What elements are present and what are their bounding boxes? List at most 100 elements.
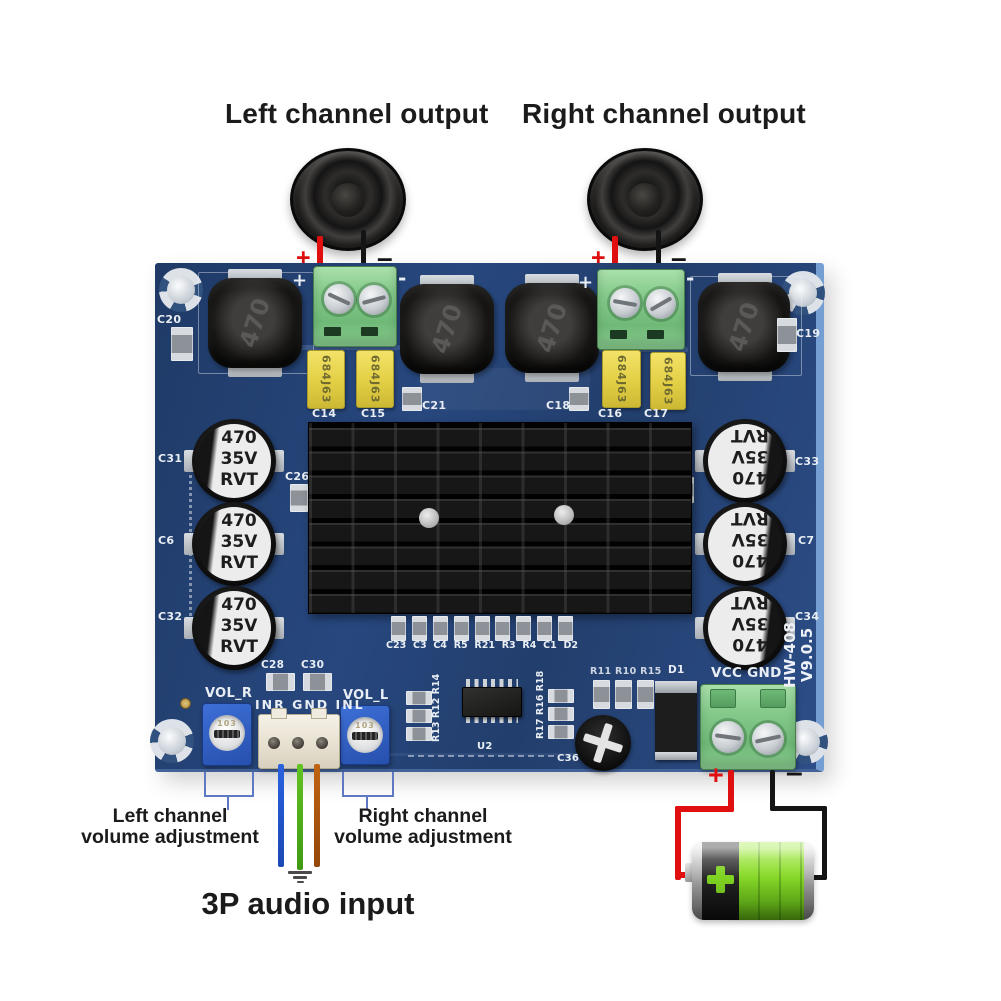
smd-capacitor-c20 — [171, 327, 193, 361]
silkscreen-c21: C21 — [422, 399, 447, 412]
label-line: Left channel — [112, 805, 228, 827]
inductor-l1: 470 — [208, 278, 302, 368]
mounting-hole-bore — [792, 728, 820, 756]
terminal-tab — [760, 689, 786, 708]
bracket-line — [342, 795, 394, 797]
silkscreen-label: R4 — [522, 640, 537, 651]
terminal-wire-slot — [647, 330, 664, 339]
inductor-l4: 470 — [698, 282, 790, 372]
smd-capacitor-c21 — [402, 387, 422, 411]
film-capacitor-c15: 684J63 — [356, 350, 394, 408]
smd-component — [411, 616, 427, 641]
terminal-screw — [712, 721, 744, 753]
bracket-line — [204, 772, 206, 797]
pcb-trace — [340, 753, 630, 756]
bracket-line — [342, 772, 344, 797]
silkscreen-c34: C34 — [795, 610, 820, 623]
ic-u2 — [462, 687, 522, 717]
speaker-right — [587, 148, 703, 251]
smd-resistor — [548, 707, 574, 721]
smd-component — [537, 616, 553, 641]
wire-battery-positive — [675, 806, 681, 880]
silkscreen-label: C4 — [433, 640, 447, 651]
connector-pin-hole — [316, 737, 328, 749]
film-capacitor-c14: 684J63 — [307, 350, 345, 409]
speaker-dome — [331, 182, 365, 217]
smd-resistor — [548, 725, 574, 739]
bracket-line — [366, 797, 368, 810]
terminal-wire-slot — [361, 327, 378, 336]
smd-capacitor-c18 — [569, 387, 589, 411]
pcb-via — [180, 698, 191, 709]
silkscreen-label: R3 — [501, 640, 516, 651]
silkscreen-dashed-line — [408, 755, 554, 757]
heatsink — [308, 422, 692, 614]
smd-component — [432, 616, 448, 641]
cap-marking: RVT — [220, 637, 258, 657]
smd-resistor — [637, 680, 654, 709]
pot-dial: 103 — [209, 715, 245, 751]
screw-slot — [714, 733, 742, 741]
heatsink-push-pin — [554, 505, 574, 525]
inductor-l2: 470 — [400, 284, 494, 374]
film-cap-marking: 684J63 — [368, 354, 382, 404]
heatsink-push-pin — [419, 508, 439, 528]
pot-marking: 103 — [355, 721, 375, 730]
cap-marking: 470 — [732, 467, 768, 487]
screw-slot — [327, 292, 351, 306]
silkscreen-c15: C15 — [361, 407, 386, 420]
wire-left-speaker-negative — [361, 230, 366, 272]
label-line: volume adjustment — [334, 826, 512, 848]
smd-resistor — [406, 691, 432, 705]
smd-component — [453, 616, 469, 641]
ground-symbol — [293, 876, 307, 879]
ground-symbol — [288, 871, 312, 874]
screw-slot — [649, 296, 673, 312]
smd-component — [558, 616, 573, 641]
label-left-channel-output: Left channel output — [225, 98, 489, 129]
diode-tab — [655, 752, 697, 760]
silkscreen-d1: D1 — [668, 664, 685, 676]
silkscreen-c28: C28 — [261, 659, 285, 671]
smd-component — [391, 616, 406, 641]
cap-marking: RVT — [731, 425, 769, 445]
silkscreen-label: R5 — [453, 640, 468, 651]
silkscreen-r17-r16-r18: R17 R16 R18 — [535, 670, 546, 739]
terminal-tab — [710, 689, 736, 708]
smd-resistor-row-labels: C23 C3 C4 R5 R21 R3 R4 C1 D2 — [386, 640, 578, 651]
silkscreen-c19: C19 — [796, 327, 821, 340]
film-capacitor-c17: 684J63 — [650, 352, 686, 410]
film-cap-marking: 684J63 — [661, 356, 675, 406]
terminal-wire-slot — [324, 327, 341, 336]
cap-marking: RVT — [731, 592, 769, 612]
silkscreen-c18: C18 — [546, 399, 571, 412]
screw-slot — [361, 294, 387, 306]
silkscreen-vol-r: VOL_R — [205, 686, 253, 701]
terminal-block-power — [700, 684, 796, 770]
wire-left-speaker-positive — [317, 236, 323, 272]
silkscreen-label: D2 — [563, 640, 578, 651]
wire-battery-negative — [770, 770, 775, 811]
speaker-dome — [628, 182, 662, 217]
smd-capacitor-c26 — [290, 484, 308, 512]
connector-pin-hole — [292, 737, 304, 749]
pot-slot — [214, 730, 240, 738]
terminal-screw — [359, 285, 389, 315]
wire-battery-negative — [809, 875, 827, 880]
battery-terminal — [685, 863, 694, 882]
cap-marking: 35V — [731, 529, 769, 549]
label-right-channel-output: Right channel output — [522, 98, 806, 129]
silkscreen-c26: C26 — [285, 470, 310, 483]
smd-resistor — [406, 727, 432, 741]
pot-slot — [352, 732, 378, 740]
inductor-l3: 470 — [505, 283, 599, 373]
screw-slot — [754, 734, 782, 744]
